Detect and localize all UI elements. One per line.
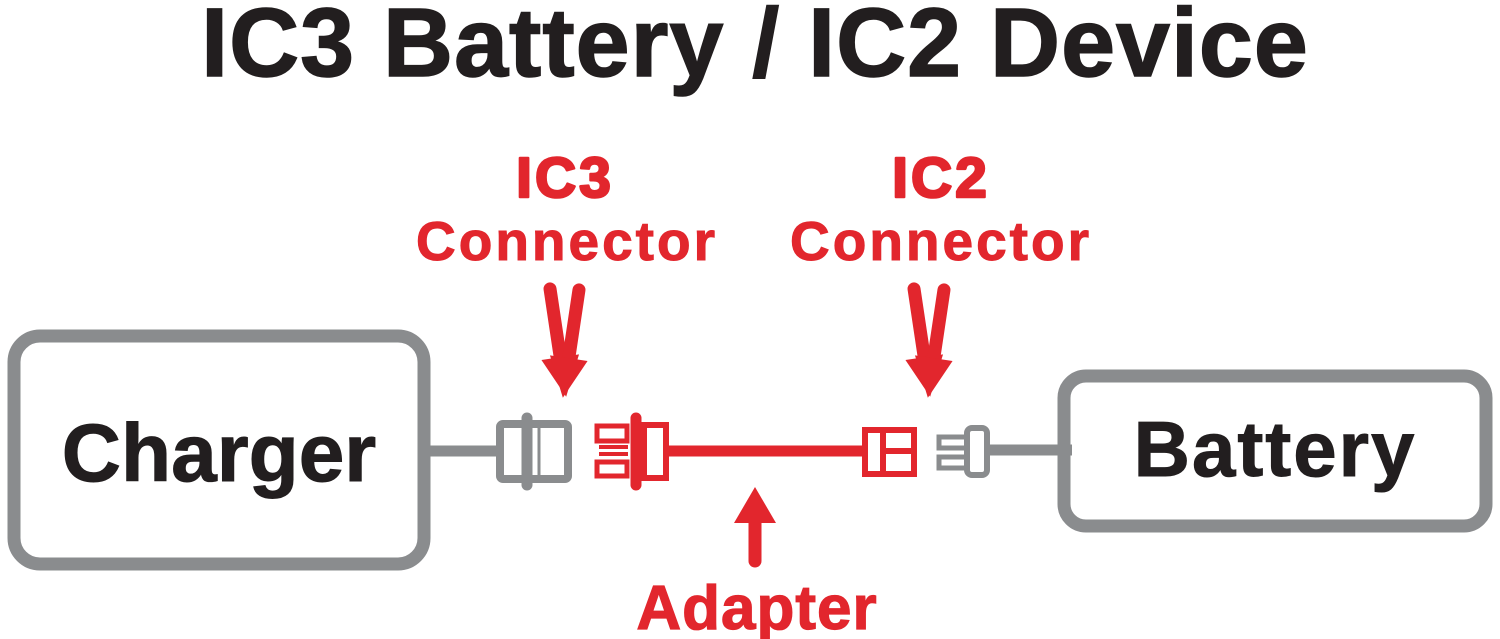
ic2-label-subtitle: Connector xyxy=(790,210,1092,272)
ic3-label-title: IC3 xyxy=(516,146,614,210)
ic2-battery-connector-icon xyxy=(936,425,990,478)
page-title: IC3 Battery / IC2 Device xyxy=(201,0,1309,97)
adapter-arrow-icon xyxy=(734,487,776,568)
ic3-label-subtitle: Connector xyxy=(416,210,718,272)
ic2-arrow-right-icon xyxy=(914,283,953,398)
battery-label: Battery xyxy=(1134,405,1417,493)
ic3-charger-connector-icon xyxy=(496,412,572,491)
ic2-label-title: IC2 xyxy=(892,146,990,210)
ic3-adapter-connector-icon xyxy=(594,412,669,491)
ic2-adapter-connector-icon xyxy=(862,427,917,477)
charger-label: Charger xyxy=(62,408,376,499)
adapter-label: Adapter xyxy=(636,574,877,639)
ic3-arrow-right-icon xyxy=(549,283,588,398)
